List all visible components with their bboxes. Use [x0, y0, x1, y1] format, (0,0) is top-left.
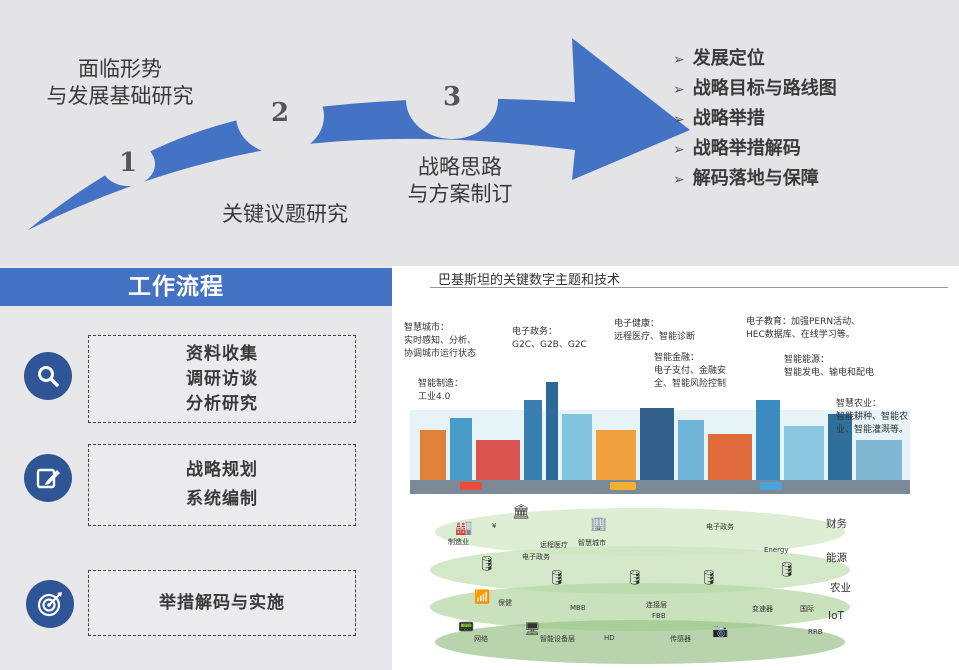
node-label: Energy	[764, 546, 789, 554]
signal-icon: 📶	[474, 590, 491, 605]
arrow-bullet-icon: ➢	[673, 112, 685, 128]
factory-icon: 🏭	[455, 520, 473, 536]
outcome-list: ➢发展定位 ➢战略目标与路线图 ➢战略举措 ➢战略举措解码 ➢解码落地与保障	[673, 44, 943, 194]
arrow-bullet-icon: ➢	[673, 142, 685, 158]
stage-1-marker	[101, 142, 155, 186]
node-label: 连接层	[646, 601, 667, 609]
database-icon: 🛢	[700, 570, 718, 586]
workflow-step-research: 资料收集 调研访谈 分析研究	[88, 335, 356, 423]
layer-label-iot: IoT	[828, 610, 844, 622]
node-label: 电子政务	[522, 553, 550, 561]
database-icon: 🛢	[778, 562, 796, 578]
workflow-step-planning: 战略规划 系统编制	[88, 444, 356, 526]
layer-label-agriculture: 农业	[830, 582, 851, 594]
flow-arrow-graphic	[28, 38, 690, 230]
node-label: 制造业	[448, 538, 469, 546]
node-label: 智能设备层	[540, 635, 575, 643]
router-icon: 📟	[458, 620, 475, 635]
outcome-item: ➢战略举措解码	[673, 138, 801, 159]
node-label: 远程医疗	[540, 541, 568, 549]
workflow-title: 工作流程	[128, 274, 224, 300]
camera-icon: 📷	[712, 624, 729, 639]
stage-3-marker	[406, 61, 498, 139]
flow-curved-arrow	[28, 38, 690, 230]
node-label: RRB	[808, 628, 823, 636]
database-icon: 🛢	[548, 570, 566, 586]
search-icon	[24, 352, 72, 400]
stage-3-label: 战略思路 与方案制订	[407, 155, 513, 206]
stage-2-marker	[236, 78, 324, 154]
node-label: 电子政务	[706, 523, 734, 531]
outcome-item: ➢战略目标与路线图	[673, 78, 837, 99]
edit-icon	[24, 454, 72, 502]
city-illustration	[410, 382, 910, 494]
outcome-item: ➢战略举措	[673, 108, 765, 129]
smart-city-caption: 智慧城市： 实时感知、分析、 协调城市运行状态	[404, 323, 477, 359]
workflow-title-bar: 工作流程	[0, 268, 392, 306]
node-label: 传感器	[670, 635, 691, 643]
database-icon: 🛢	[626, 570, 644, 586]
node-label: 保健	[498, 599, 512, 607]
building-icon: 🏢	[590, 516, 608, 532]
smart-energy-caption: 智能能源： 智能发电、输电和配电	[784, 355, 875, 378]
monitor-icon: 🖥	[524, 622, 541, 637]
workflow-step-implementation: 举措解码与实施	[88, 570, 356, 636]
arrow-bullet-icon: ➢	[673, 172, 685, 188]
layer-label-energy: 能源	[826, 552, 847, 564]
stage-2-label: 关键议题研究	[222, 202, 348, 226]
node-label: 网络	[474, 635, 488, 643]
database-icon: 🛢	[478, 556, 496, 572]
e-gov-caption: 电子政务： G2C、G2B、G2C	[512, 327, 587, 350]
stage-2-number: 2	[270, 98, 290, 128]
e-health-caption: 电子健康： 远程医疗、智能诊断	[614, 319, 696, 342]
arrow-bullet-icon: ➢	[673, 82, 685, 98]
node-label: 智慧城市	[578, 539, 606, 547]
smart-mfg-caption: 智能制造： 工业4.0	[418, 379, 464, 402]
node-label: 变速器	[752, 605, 773, 613]
smart-agri-caption: 智慧农业： 智能耕种、智能农 业、智能灌溉等。	[836, 399, 909, 435]
bank-icon: 🏛	[512, 504, 530, 520]
stage-1-label: 面临形势 与发展基础研究	[46, 57, 194, 108]
node-label: FBB	[652, 612, 666, 620]
title-divider	[430, 287, 948, 288]
smart-fin-caption: 智能金融： 电子支付、金融安 全、智能风险控制	[654, 353, 727, 389]
outcome-item: ➢发展定位	[673, 48, 765, 69]
node-label: ¥	[492, 522, 497, 530]
pakistan-panel-title: 巴基斯坦的关键数字主题和技术	[438, 273, 621, 288]
node-label: HD	[604, 634, 615, 642]
e-edu-caption: 电子教育：加强PERN活动、 HEC数据库、在线学习等。	[746, 317, 861, 340]
arrow-bullet-icon: ➢	[673, 52, 685, 68]
layer-label-finance: 财务	[826, 518, 847, 530]
target-icon	[26, 580, 74, 628]
layer-stack-graphic	[430, 508, 850, 664]
stage-3-number: 3	[442, 82, 462, 112]
stage-1-number: 1	[118, 148, 138, 178]
outcome-item: ➢解码落地与保障	[673, 168, 819, 189]
node-label: 国际	[800, 605, 814, 613]
node-label: MBB	[570, 604, 586, 612]
